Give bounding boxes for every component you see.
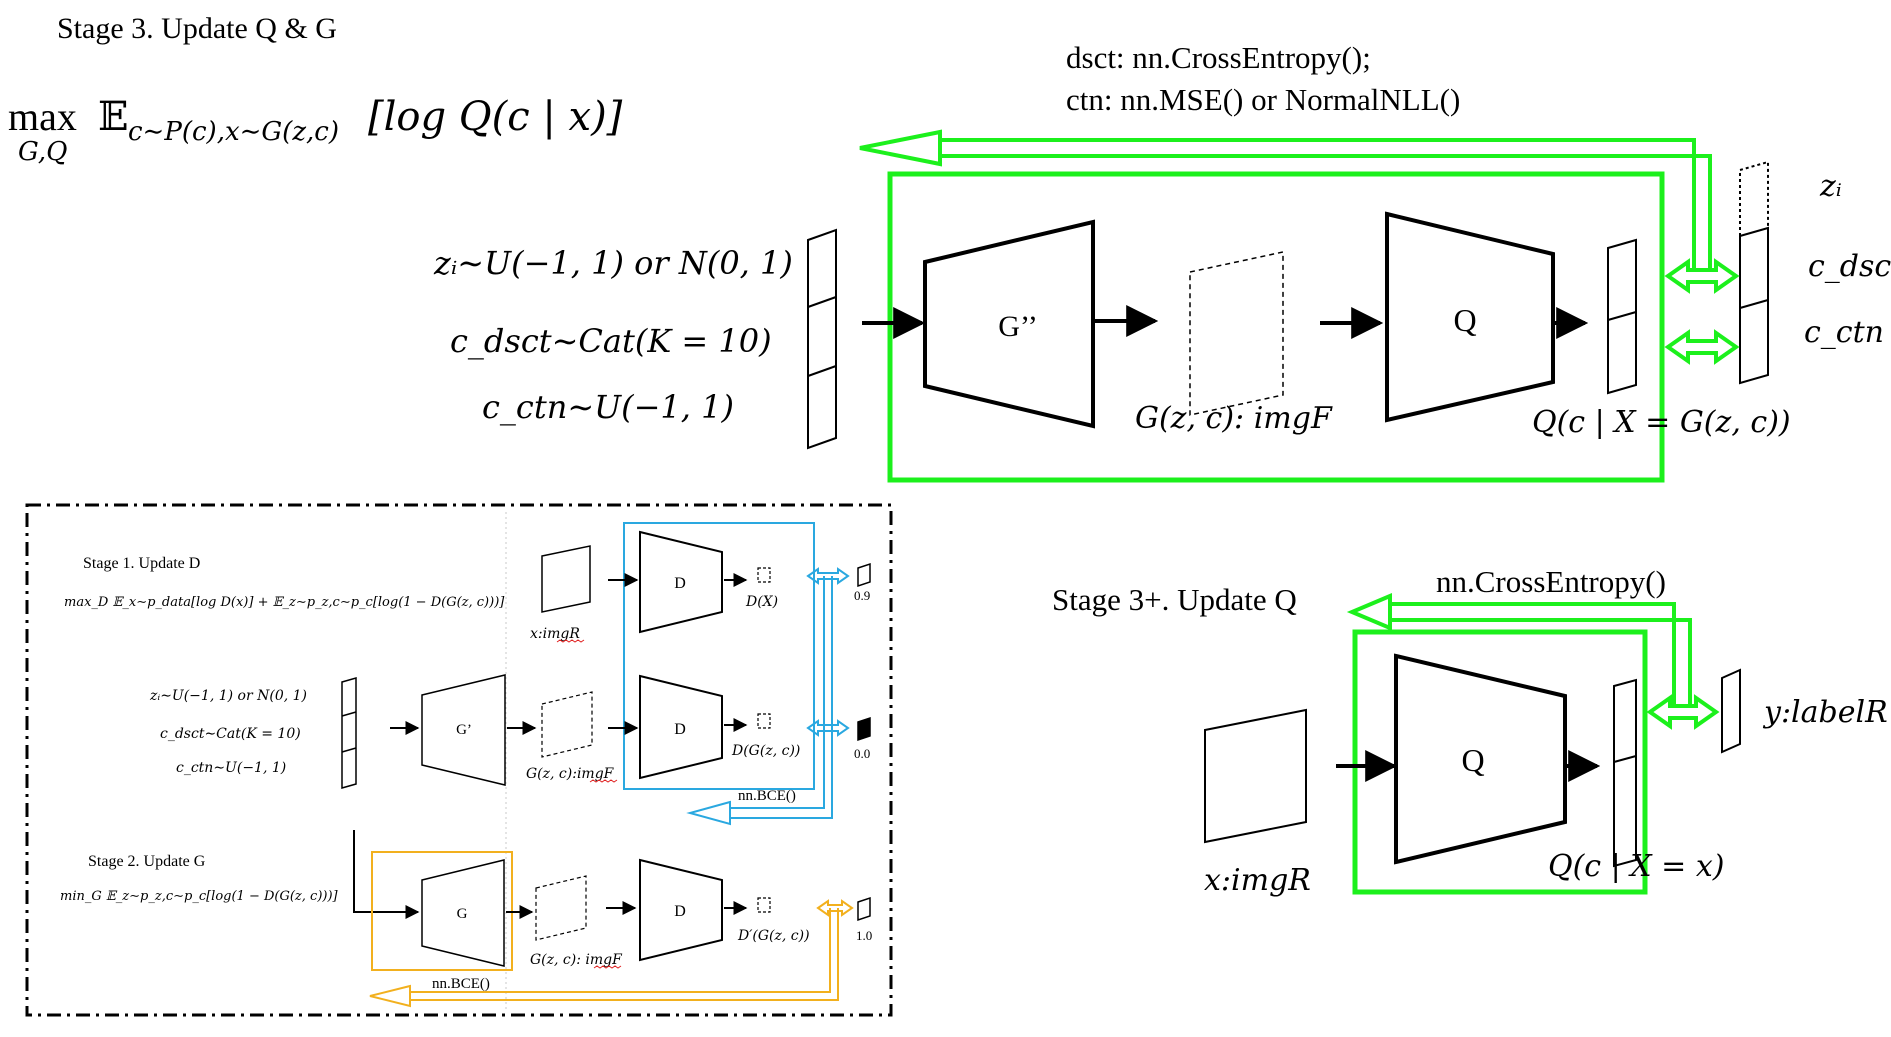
stage3-generated-image bbox=[1189, 251, 1284, 416]
stage3-objective-sub: G,Q bbox=[18, 137, 67, 167]
stage3-target-vector bbox=[1739, 160, 1769, 385]
inset-stage1-loss: nn.BCE() bbox=[738, 788, 796, 804]
stage3-input-vector bbox=[807, 228, 837, 450]
inset-d-real-out-label: D(X) bbox=[745, 594, 778, 610]
stage3plus-input-label: x:imgR bbox=[1204, 863, 1311, 898]
inset-fake-image2 bbox=[535, 875, 587, 941]
inset-stage1-title: Stage 1. Update D bbox=[83, 555, 200, 572]
inset-d2-out-label: D′(G(z, c)) bbox=[737, 928, 810, 944]
stage3plus-loss-return-arrow bbox=[1346, 592, 1692, 706]
inset-d2-output bbox=[757, 897, 771, 913]
inset-gprime-block bbox=[421, 674, 506, 786]
inset-latent-vector bbox=[341, 677, 357, 789]
inset-g-label: G bbox=[457, 906, 468, 922]
inset-d-fake-output bbox=[757, 713, 771, 729]
stage3plus-target-label: y:labelR bbox=[1762, 695, 1888, 730]
inset-d-trainable-box bbox=[623, 522, 815, 790]
stage3plus-target-vector bbox=[1721, 668, 1741, 754]
stage3plus-q-label: Q bbox=[1461, 742, 1484, 778]
inset-real-target-value: 0.9 bbox=[854, 588, 870, 603]
inset-orange-compare bbox=[816, 899, 854, 917]
inset-g-block bbox=[421, 859, 505, 967]
stage3-input-cctn: c_ctn∼U(−1, 1) bbox=[482, 388, 734, 426]
stage3-compare-arrow-ctn bbox=[1664, 329, 1740, 365]
inset-orange-loss-return bbox=[369, 908, 839, 1008]
stage3-generator-block bbox=[923, 219, 1095, 429]
inset-blue-compare-fake bbox=[806, 719, 850, 737]
stage3plus-real-image bbox=[1204, 708, 1307, 844]
inset-d-real-output bbox=[757, 567, 771, 583]
stage3-image-label: G(z, c): imgF bbox=[1135, 401, 1333, 436]
stage3-target-dsct: c_dsct bbox=[1808, 249, 1891, 284]
stage3-objective-expect: 𝔼 bbox=[98, 94, 129, 139]
stage3-q-label: Q bbox=[1453, 302, 1476, 338]
stage3-objective-expect-sub: c∼P(c),x∼G(z,c) bbox=[128, 117, 339, 147]
inset-d-real-label: D bbox=[674, 575, 686, 592]
stage3-input-z: zᵢ∼U(−1, 1) or N(0, 1) bbox=[433, 244, 793, 282]
stage3-q-output-label: Q(c | X = G(z, c)) bbox=[1532, 405, 1791, 440]
inset-cctn-input: c_ctn∼U(−1, 1) bbox=[176, 760, 286, 776]
stage3-trainable-box bbox=[887, 171, 1665, 483]
inset-d2-label: D bbox=[674, 903, 686, 920]
inset-d-fake-label: D bbox=[674, 721, 686, 738]
inset-z-input: zᵢ∼U(−1, 1) or N(0, 1) bbox=[149, 688, 307, 704]
inset-stage2-target bbox=[857, 896, 871, 922]
inset-stage2-input-line bbox=[353, 830, 420, 919]
inset-fake-image2-label: G(z, c): imgF bbox=[530, 952, 623, 968]
inset-d-fake-out-label: D(G(z, c)) bbox=[731, 743, 800, 759]
stage3-q-output-vector bbox=[1607, 238, 1637, 395]
inset-spellcheck-marks bbox=[556, 639, 622, 969]
inset-d-real-block bbox=[639, 530, 723, 634]
stage3plus-trainable-box bbox=[1352, 629, 1648, 895]
inset-fake-image-label: G(z, c):imgF bbox=[526, 766, 615, 782]
inset-d2-block bbox=[639, 858, 723, 962]
inset-d-fake-block bbox=[639, 674, 723, 780]
stage3-loss-line1: dsct: nn.CrossEntropy(); bbox=[1066, 40, 1371, 75]
inset-fake-target-value: 0.0 bbox=[854, 746, 870, 761]
stage3plus-title: Stage 3+. Update Q bbox=[1052, 582, 1297, 617]
stage3-objective-body: [log Q(c | x)] bbox=[368, 94, 623, 140]
stage3plus-q-output-vector bbox=[1613, 678, 1637, 868]
inset-stage2-title: Stage 2. Update G bbox=[88, 853, 206, 870]
inset-real-target bbox=[857, 562, 871, 588]
inset-frame bbox=[25, 503, 893, 1017]
stage3-q-block bbox=[1385, 211, 1555, 423]
stage3-input-cdsct: c_dsct∼Cat(K = 10) bbox=[450, 322, 772, 360]
stage3-generator-label: G’’ bbox=[998, 310, 1037, 343]
inset-blue-loss-return bbox=[686, 576, 833, 826]
stage3-loss-line2: ctn: nn.MSE() or NormalNLL() bbox=[1066, 82, 1460, 117]
stage3-target-ctn: c_ctn bbox=[1804, 315, 1884, 350]
stage3plus-loss: nn.CrossEntropy() bbox=[1436, 564, 1666, 599]
inset-stage2-objective: min_G 𝔼_z∼p_z,c∼p_c[log(1 − D(G(z, c)))] bbox=[60, 889, 339, 904]
inset-fake-target bbox=[857, 716, 871, 742]
inset-fake-image bbox=[541, 691, 593, 758]
inset-real-image bbox=[541, 545, 591, 613]
stage3plus-compare-arrow bbox=[1646, 694, 1720, 730]
inset-gprime-label: G’ bbox=[456, 722, 472, 738]
stage3-title: Stage 3. Update Q & G bbox=[57, 12, 337, 45]
stage3plus-q-block bbox=[1394, 653, 1567, 865]
stage3-loss-return-arrow bbox=[859, 129, 1712, 270]
stage3-compare-arrow-dsct bbox=[1664, 258, 1740, 294]
inset-stage2-target-value: 1.0 bbox=[856, 928, 872, 943]
inset-stage2-loss: nn.BCE() bbox=[432, 976, 490, 992]
inset-cdsct-input: c_dsct∼Cat(K = 10) bbox=[160, 726, 301, 742]
inset-stage1-objective: max_D 𝔼_x∼p_data[log D(x)] + 𝔼_z∼p_z,c∼p… bbox=[64, 595, 505, 610]
stage3-target-z: zᵢ bbox=[1819, 169, 1842, 204]
stage3plus-q-output-label: Q(c | X = x) bbox=[1548, 849, 1724, 884]
inset-real-image-label: x:imgR bbox=[530, 626, 580, 642]
stage3-objective-max: max bbox=[8, 94, 77, 139]
inset-blue-compare-real bbox=[806, 567, 850, 585]
